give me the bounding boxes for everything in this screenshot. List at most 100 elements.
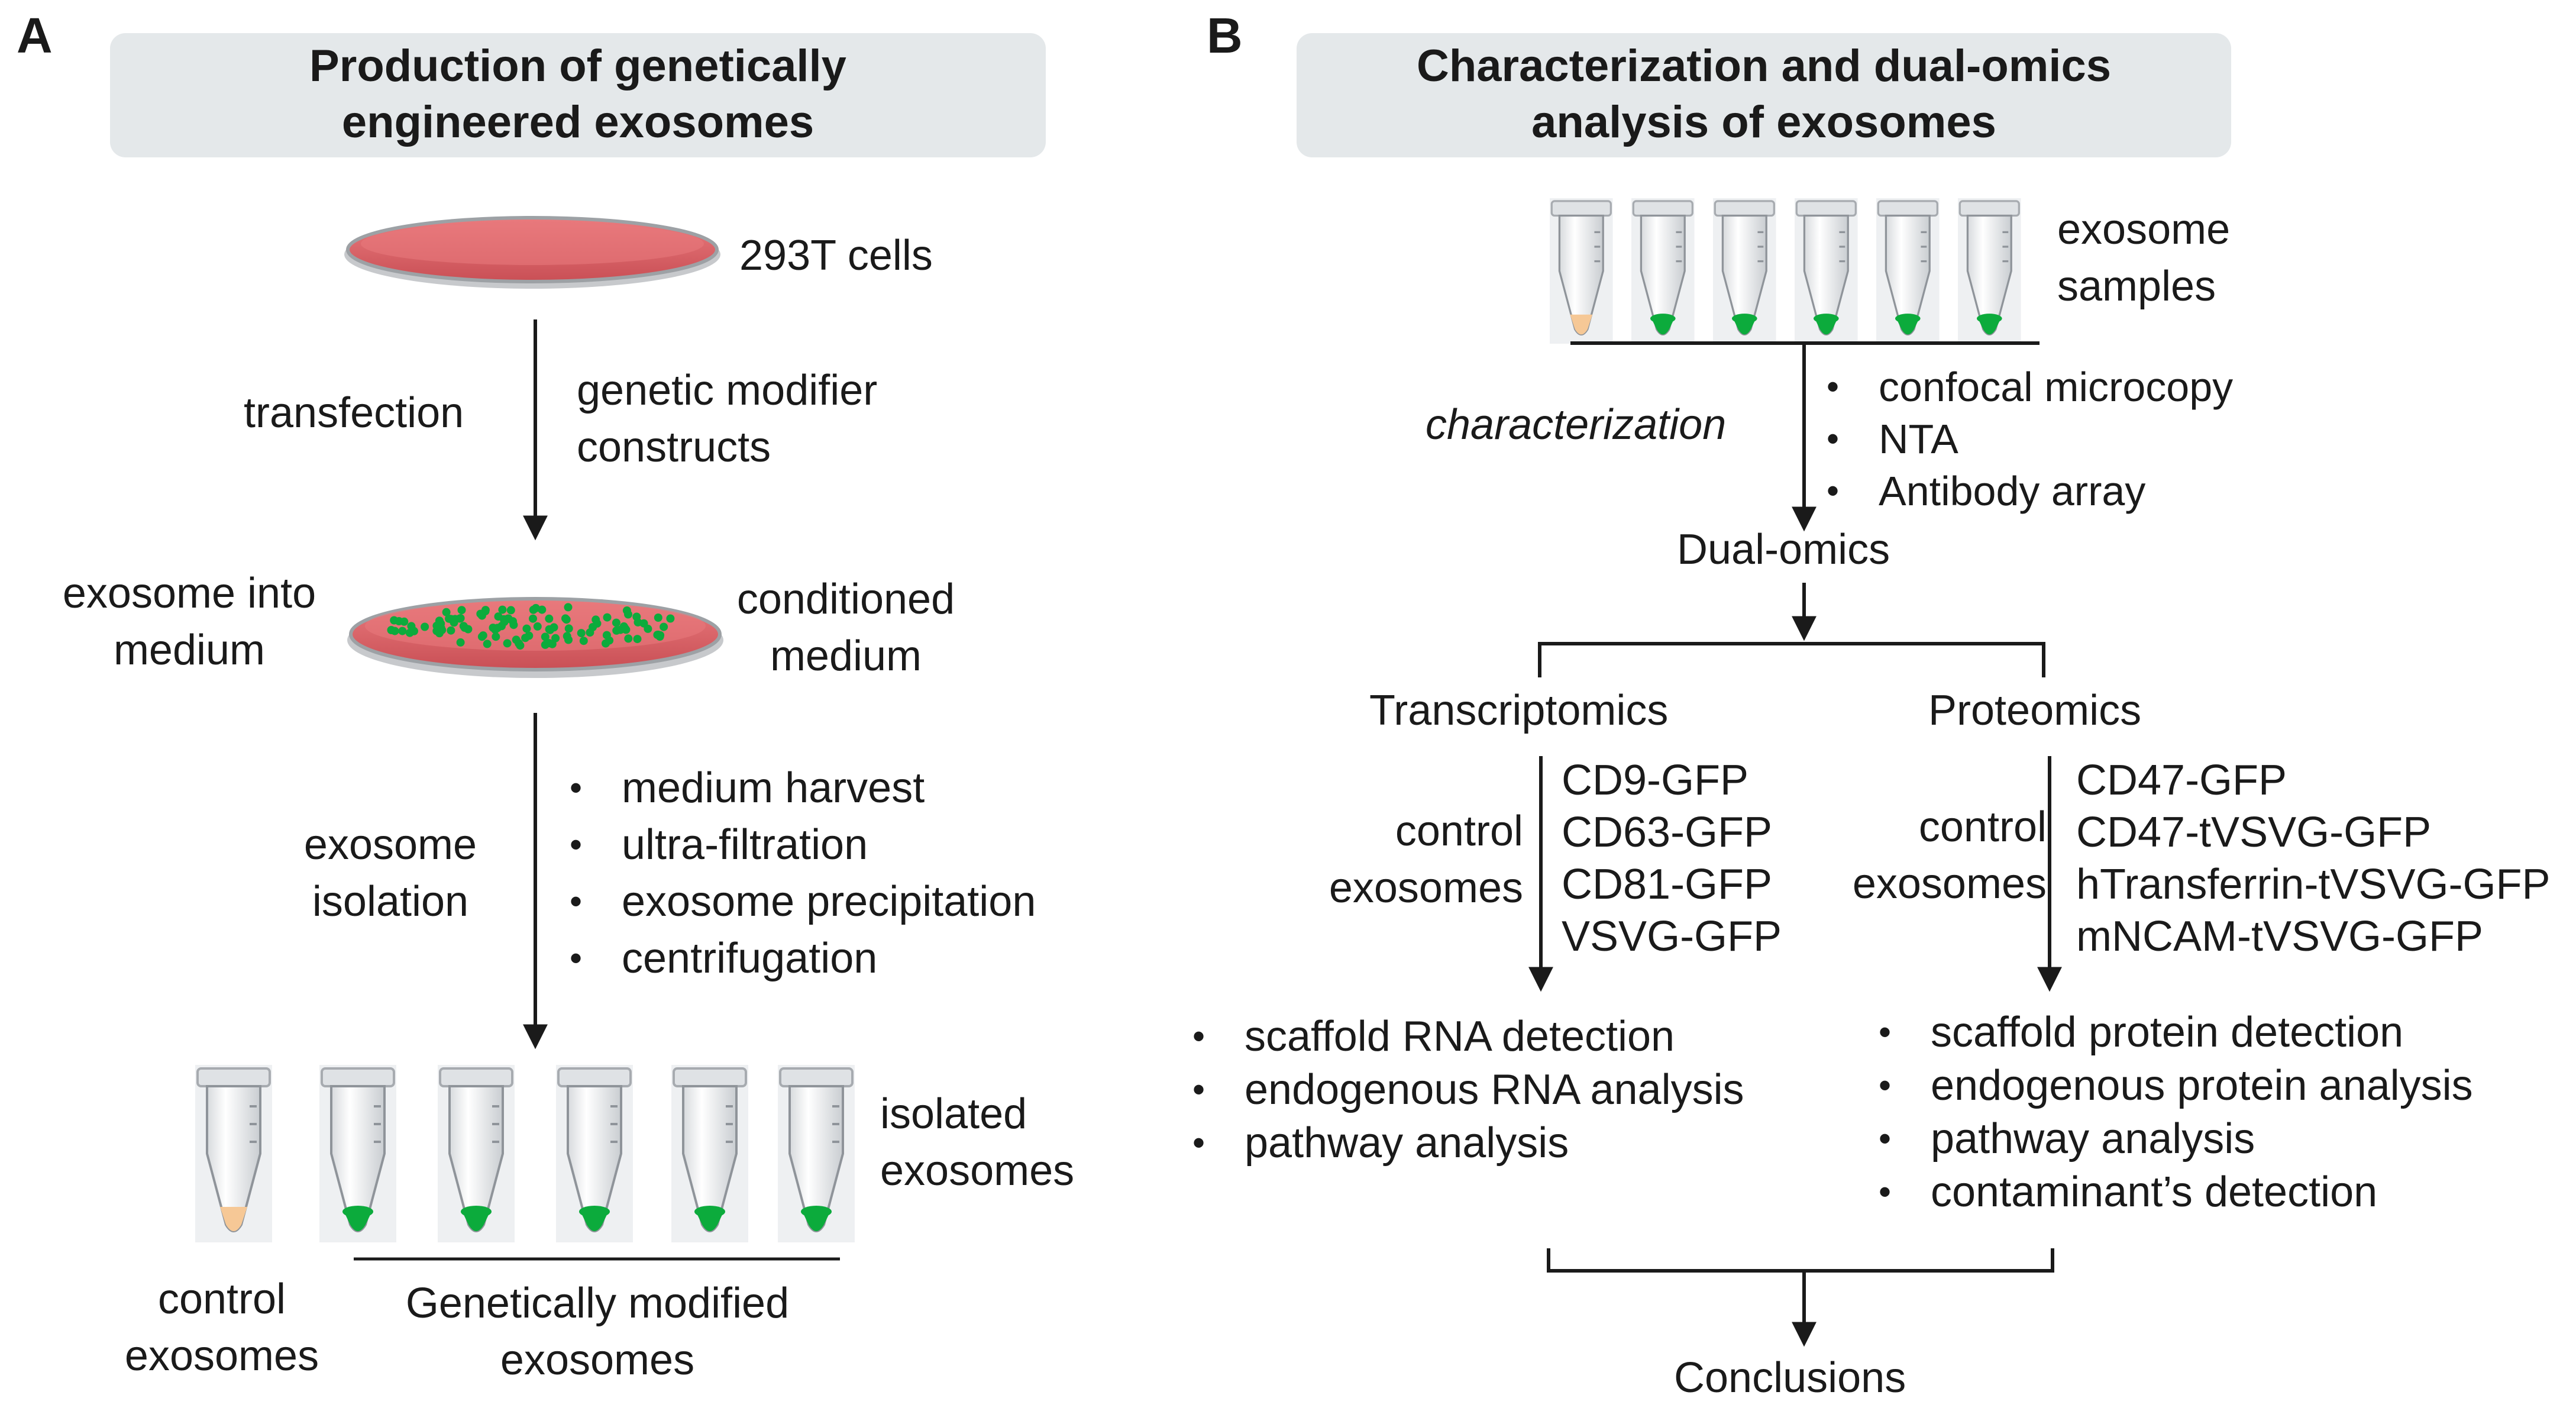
construct-label: CD81-GFP (1562, 861, 1773, 908)
exosome-dot (654, 630, 662, 639)
modified-tube (1793, 197, 1859, 345)
exosome-dot (666, 614, 675, 623)
modified-tube (670, 1064, 749, 1244)
exosome-dot (564, 635, 573, 644)
analysis-item: contaminant’s detection (1874, 1165, 2473, 1219)
transfection-label: transfection (244, 389, 464, 437)
conclusions-label: Conclusions (1674, 1354, 1906, 1402)
exosome-dot (506, 606, 515, 615)
exosome-dot (634, 618, 642, 627)
exosome-dot (447, 626, 455, 635)
exosome-dot (550, 623, 558, 632)
characterization-methods: confocal microcopy NTA Antibody array (1822, 361, 2233, 517)
analysis-item: pathway analysis (1874, 1112, 2473, 1165)
exosome-dot (477, 611, 486, 620)
exosome-dot (624, 634, 633, 643)
exosome-dot (504, 614, 513, 623)
panel-b-header: Characterization and dual-omics analysis… (1297, 38, 2231, 150)
exosome-dot (455, 614, 464, 623)
omics-split-bracket (1538, 642, 2045, 677)
exosome-dot (612, 618, 620, 627)
isolation-step: ultra-filtration (565, 816, 1036, 873)
characterization-label: characterization (1426, 401, 1727, 448)
modified-exosomes-label: Genetically modified exosomes (405, 1280, 790, 1384)
tube-row-a (194, 1064, 856, 1244)
exosome-dot (522, 624, 531, 633)
exosome-dot (477, 632, 486, 641)
exosome-dot (445, 614, 453, 623)
tube-row-b (1549, 197, 2022, 345)
transcriptomics-constructs: CD9-GFP CD63-GFP CD81-GFP VSVG-GFP (1562, 754, 1782, 963)
isolation-steps: medium harvest ultra-filtration exosome … (565, 760, 1036, 987)
cells-label: 293T cells (739, 232, 933, 279)
exosome-dot (493, 624, 502, 632)
exosome-dot (456, 638, 465, 647)
modified-tube (1630, 197, 1696, 345)
exosome-dot (442, 608, 451, 616)
isolation-step: medium harvest (565, 760, 1036, 816)
construct-label: CD9-GFP (1562, 757, 1749, 804)
isolation-label: exosome isolation (303, 821, 477, 925)
analysis-item: endogenous protein analysis (1874, 1059, 2473, 1112)
transcriptomics-title: Transcriptomics (1369, 687, 1669, 734)
characterization-method: Antibody array (1822, 465, 2233, 517)
panel-a-header: Production of genetically engineered exo… (110, 38, 1046, 150)
exosome-dots (387, 603, 675, 650)
proteomics-analyses: scaffold protein detection endogenous pr… (1874, 1006, 2473, 1219)
exosome-dot (460, 624, 469, 632)
modified-tube (437, 1064, 516, 1244)
dual-omics-label: Dual-omics (1677, 526, 1890, 573)
exosome-dot (545, 614, 554, 623)
exosome-dot (432, 621, 441, 630)
exosome-dot (498, 605, 507, 614)
exosome-dot (592, 615, 600, 624)
panel-a-header-text: Production of genetically engineered exo… (309, 41, 846, 147)
modified-tube (1875, 197, 1941, 345)
exosome-dot (660, 622, 668, 631)
characterization-method: NTA (1822, 413, 2233, 465)
panel-a-header-box (110, 33, 1046, 157)
exosome-dot (579, 637, 588, 645)
analysis-item: endogenous RNA analysis (1188, 1063, 1744, 1116)
modified-tube (555, 1064, 634, 1244)
proteomics-title: Proteomics (1928, 687, 2142, 734)
exosome-dot (509, 621, 518, 629)
conditioned-medium-label: conditioned medium (736, 576, 955, 680)
isolated-exosomes-label: isolated exosomes (880, 1090, 1075, 1194)
exosome-dot (531, 603, 540, 612)
conclusions-bracket (1547, 1248, 2054, 1273)
construct-label: CD63-GFP (1562, 809, 1773, 856)
exosome-dot (387, 626, 396, 634)
exosome-dot (512, 635, 521, 644)
transcriptomics-control-label: control exosomes (1329, 808, 1523, 912)
panel-a-letter: A (17, 8, 53, 63)
construct-label: CD47-tVSVG-GFP (2076, 809, 2432, 856)
exosome-into-medium-label: exosome into medium (62, 570, 316, 674)
modified-tube (1712, 197, 1777, 345)
modified-tube (777, 1064, 856, 1244)
exosome-dot (545, 639, 554, 648)
exosome-dot (390, 616, 399, 625)
exosome-dot (503, 639, 512, 648)
exosome-dot (561, 614, 570, 623)
construct-label: hTransferrin-tVSVG-GFP (2076, 861, 2551, 908)
modified-tube (318, 1064, 397, 1244)
exosome-dot (521, 634, 530, 642)
exosome-dot (589, 623, 597, 631)
control-exosomes-label: control exosomes (124, 1276, 319, 1380)
exosome-dot (457, 606, 466, 615)
panel-b-header-text: Characterization and dual-omics analysis… (1416, 41, 2112, 147)
exosome-dot (564, 603, 573, 612)
isolation-step: centrifugation (565, 930, 1036, 987)
samples-label: exosome samples (2057, 206, 2231, 310)
characterization-method: confocal microcopy (1822, 361, 2233, 413)
panel-b-letter: B (1207, 8, 1243, 63)
exosome-dot (421, 622, 429, 631)
control-tube (194, 1064, 273, 1244)
exosome-dot (398, 627, 407, 635)
exosome-dot (577, 629, 586, 638)
exosome-dot (603, 613, 612, 622)
transcriptomics-analyses: scaffold RNA detection endogenous RNA an… (1188, 1010, 1744, 1170)
